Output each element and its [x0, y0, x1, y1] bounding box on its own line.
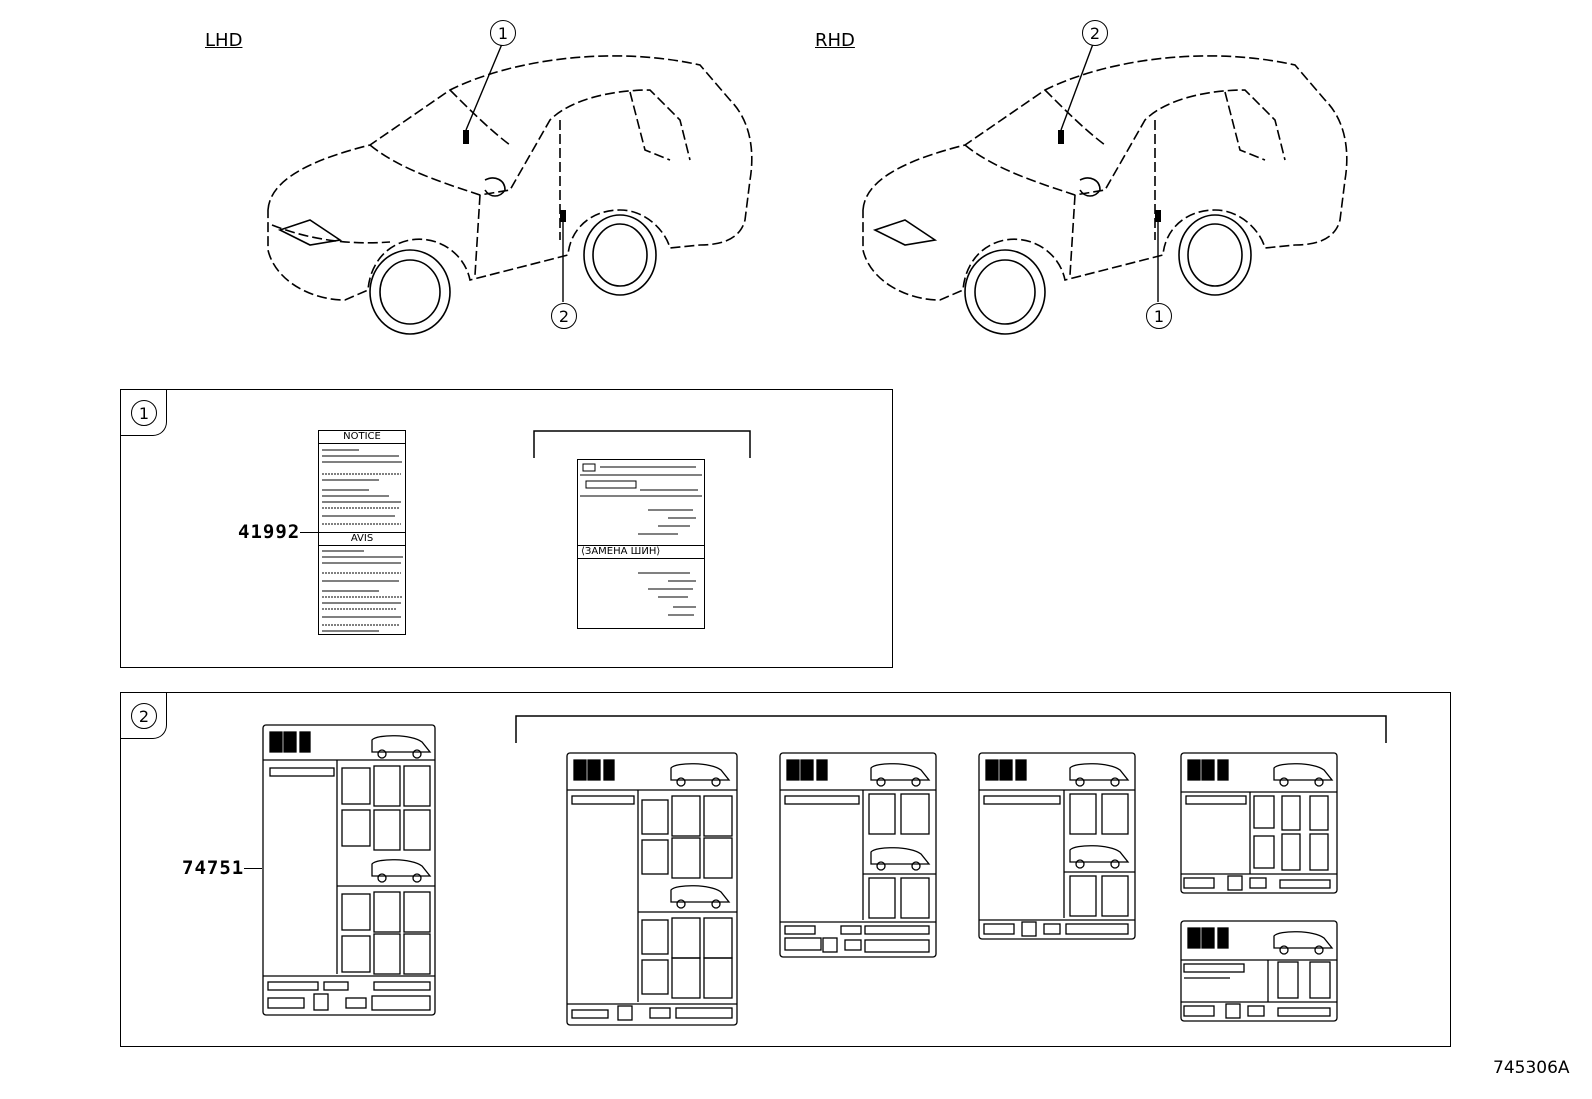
tire-pressure-label-variant-1 — [566, 752, 738, 1026]
panel-1-caution-labels: 1 — [120, 389, 893, 668]
panel-2-tire-pressure-labels: 2 — [120, 692, 1451, 1047]
avis-heading: AVIS — [319, 532, 405, 546]
lhd-label: LHD — [205, 30, 243, 51]
tire-pressure-label-variant-4 — [1180, 752, 1338, 894]
diagram-reference-code: 745306A — [1493, 1058, 1570, 1078]
rhd-label: RHD — [815, 30, 855, 51]
tire-pressure-label-main — [262, 724, 436, 1016]
tire-pressure-label-variant-3 — [978, 752, 1136, 940]
lhd-callout-top: 1 — [490, 20, 516, 46]
tire-pressure-label-variant-5 — [1180, 920, 1338, 1022]
ru-text-lines-top — [580, 463, 702, 535]
lhd-callout-bottom: 2 — [551, 303, 577, 329]
panel-1-callout: 1 — [131, 400, 157, 426]
tire-notice-label: NOTICE AVIS — [318, 430, 406, 635]
part-number-74751: 74751 — [182, 857, 245, 879]
panel-2-callout: 2 — [131, 703, 157, 729]
tire-change-label-ru: ⟨ЗАМЕНА ШИН⟩ — [577, 459, 705, 629]
rhd-callout-bottom: 1 — [1146, 303, 1172, 329]
rhd-callout-top: 2 — [1082, 20, 1108, 46]
part-number-41992: 41992 — [238, 521, 301, 543]
ru-heading: ⟨ЗАМЕНА ШИН⟩ — [578, 545, 704, 559]
variant-bracket — [515, 715, 1387, 743]
rhd-vehicle-illustration — [862, 43, 1348, 335]
variant-bracket — [533, 430, 751, 458]
leader-line — [244, 868, 262, 869]
ru-text-lines-bottom — [638, 572, 696, 616]
tire-pressure-label-variant-2 — [779, 752, 937, 958]
lhd-vehicle-illustration — [267, 43, 753, 335]
avis-text-lines — [322, 550, 403, 632]
leader-line — [300, 532, 318, 533]
notice-text-lines — [322, 449, 402, 525]
notice-heading: NOTICE — [319, 431, 405, 444]
